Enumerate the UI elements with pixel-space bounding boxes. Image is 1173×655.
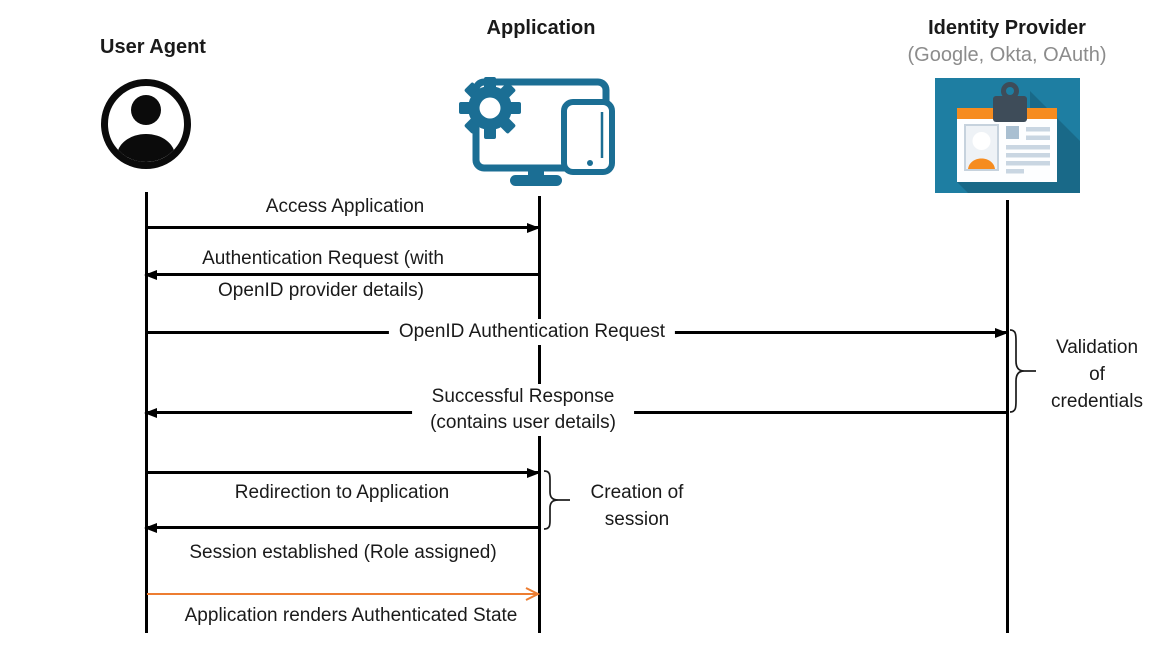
arrowhead-right-icon	[995, 327, 1008, 338]
message-label-redirection-to-application: Redirection to Application	[234, 480, 450, 506]
message-label-authentication-request-line2: OpenID provider details)	[218, 278, 424, 304]
actor-title-application: Application	[486, 17, 596, 39]
arrow-line	[146, 273, 538, 276]
application-devices-icon	[452, 62, 622, 190]
actor-subtitle-identity-provider: (Google, Okta, OAuth)	[907, 44, 1107, 66]
person-icon	[100, 78, 192, 170]
arrowhead-open-right-icon	[525, 587, 540, 601]
arrow-line	[147, 471, 538, 474]
message-label-openid-authentication-request: OpenID Authentication Request	[388, 319, 676, 345]
id-card-icon	[935, 78, 1080, 193]
actor-title-identity-provider: Identity Provider	[928, 17, 1086, 39]
message-label-application-renders-authenticated-state: Application renders Authenticated State	[184, 603, 518, 629]
message-arrow-authentication-request	[144, 269, 538, 280]
message-arrow-application-renders-authenticated-state	[147, 587, 540, 601]
message-arrow-session-established	[144, 522, 538, 533]
note-validation-of-credentials: Validation of credentials	[1051, 337, 1143, 412]
arrowhead-left-icon	[144, 522, 157, 533]
arrow-line	[146, 526, 538, 529]
identity-provider-lifeline	[1006, 200, 1009, 633]
arrowhead-left-icon	[144, 407, 157, 418]
creation-brace-icon	[541, 470, 575, 537]
arrowhead-right-icon	[527, 222, 540, 233]
actor-title-user-agent: User Agent	[100, 36, 206, 58]
arrowhead-left-icon	[144, 269, 157, 280]
arrowhead-right-icon	[527, 467, 540, 478]
message-label-session-established: Session established (Role assigned)	[189, 540, 497, 566]
message-label-successful-response: Successful Response (contains user detai…	[412, 384, 634, 436]
message-label-access-application: Access Application	[265, 194, 425, 220]
message-label-authentication-request-line1: Authentication Request (with	[202, 246, 444, 272]
arrow-line	[147, 226, 538, 229]
arrow-line	[147, 593, 537, 595]
note-creation-of-session: Creation of session	[590, 482, 684, 530]
validation-brace-icon	[1007, 329, 1041, 422]
message-arrow-redirection-to-application	[147, 467, 540, 478]
message-arrow-access-application	[147, 222, 540, 233]
